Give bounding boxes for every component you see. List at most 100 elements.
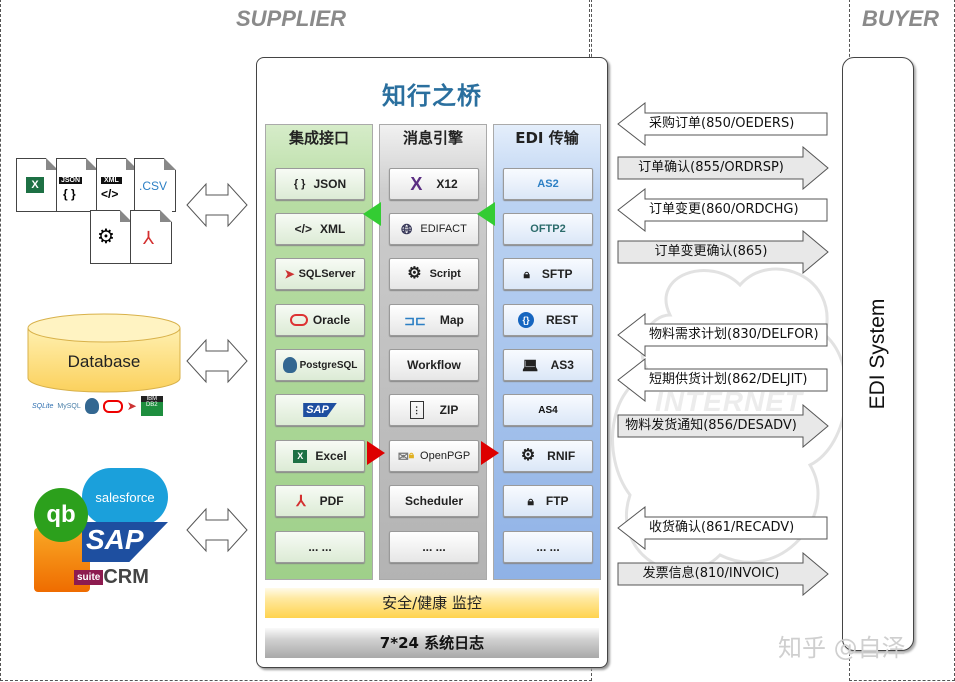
inbound-flow-arrow-icon	[363, 202, 381, 226]
integration-sap-button[interactable]: SAP	[275, 394, 365, 426]
watermark: 知乎 @自泽	[778, 634, 906, 662]
button-label: PDF	[319, 494, 344, 508]
transport-as2-button[interactable]: AS2	[503, 168, 593, 200]
script-file-icon: ⚙	[90, 210, 132, 264]
arrow-right-icon	[617, 552, 829, 596]
button-label: Workflow	[407, 358, 461, 372]
engine-map-button[interactable]: ⊐⊏Map	[389, 304, 479, 336]
integration-json-button[interactable]: { }JSON	[275, 168, 365, 200]
panel-title: 知行之桥	[382, 82, 482, 110]
transport-oftp2-button[interactable]: OFTP2	[503, 213, 593, 245]
postgresql-logo	[84, 398, 99, 414]
json-file-icon: JSON { }	[56, 158, 98, 212]
pdf-icon: ⅄	[143, 228, 154, 248]
sqlserver-logo: ➤	[126, 399, 137, 413]
bridge-panel: 知行之桥 集成接口 { }JSON </> XML ➤SQLServer Orac…	[256, 57, 608, 668]
transport-as3-button[interactable]: 💻︎AS3	[503, 349, 593, 381]
excel-icon: X	[293, 449, 308, 463]
transport-more-button[interactable]: ... ...	[503, 531, 593, 563]
message-label: 订单变更(860/ORDCHG)	[649, 202, 799, 217]
engine-workflow-button[interactable]: Workflow	[389, 349, 479, 381]
message-arrow-left: 订单变更(860/ORDCHG)	[617, 188, 829, 232]
button-label: EDIFACT	[420, 223, 467, 235]
zip-icon: ⋮	[409, 401, 424, 419]
security-health-monitor-bar: 安全/健康 监控	[265, 588, 599, 618]
x12-icon: X	[410, 174, 423, 194]
transport-sftp-button[interactable]: 🔒︎SFTP	[503, 258, 593, 290]
transport-rest-button[interactable]: {}REST	[503, 304, 593, 336]
as4-icon: AS4	[538, 404, 558, 416]
button-label: XML	[320, 222, 346, 236]
sap-text: SAP	[86, 524, 144, 555]
json-glyph: { }	[63, 187, 76, 201]
rest-icon: {}	[517, 312, 534, 328]
integration-more-button[interactable]: ... ...	[275, 531, 365, 563]
integration-pdf-button[interactable]: ⅄PDF	[275, 485, 365, 517]
message-label: 收货确认(861/RECADV)	[649, 520, 795, 535]
as2-icon: AS2	[537, 178, 559, 190]
button-label: Excel	[315, 449, 347, 463]
xml-icon: </>	[294, 222, 312, 236]
button-label: ZIP	[439, 403, 459, 417]
salesforce-text: salesforce	[95, 489, 155, 505]
oracle-icon	[289, 314, 308, 326]
transport-rnif-button[interactable]: ⚙RNIF	[503, 440, 593, 472]
lock-expand-icon: 🔒︎	[527, 494, 534, 508]
outbound-flow-arrow-icon	[481, 441, 499, 465]
arrow-right-icon	[617, 230, 829, 274]
message-arrow-right: 订单变更确认(865)	[617, 230, 829, 274]
engine-scheduler-button[interactable]: Scheduler	[389, 485, 479, 517]
message-arrow-right: 发票信息(810/INVOIC)	[617, 552, 829, 596]
engine-edifact-button[interactable]: 🌐︎ EDIFACT	[389, 213, 479, 245]
message-arrow-right: 订单确认(855/ORDRSP)	[617, 146, 829, 190]
message-arrow-left: 采购订单(850/OEDERS)	[617, 102, 829, 146]
arrow-left-icon	[617, 506, 828, 550]
engine-more-button[interactable]: ... ...	[389, 531, 479, 563]
button-label: ... ...	[536, 540, 560, 554]
suitecrm-logo: suite CRM	[74, 566, 149, 589]
globe-icon: 🌐︎	[401, 221, 413, 237]
map-icon: ⊐⊏	[404, 312, 426, 328]
integration-postgresql-button[interactable]: PostgreSQL	[275, 349, 365, 381]
file-sources-group: X JSON { } XML </> .CSV ⚙ ⅄	[14, 158, 184, 268]
sap-logo-icon: SAP	[303, 403, 337, 417]
xml-file-icon: XML </>	[96, 158, 138, 212]
button-label: SQLServer	[298, 268, 356, 280]
integration-oracle-button[interactable]: Oracle	[275, 304, 365, 336]
message-arrow-left: 短期供货计划(862/DELJIT)	[617, 358, 829, 402]
transport-ftp-button[interactable]: 🔒︎FTP	[503, 485, 593, 517]
mail-lock-icon: ✉🔒︎	[397, 448, 415, 464]
engine-script-button[interactable]: ⚙Script	[389, 258, 479, 290]
excel-file-icon: X	[16, 158, 58, 212]
suite-text: suite	[74, 570, 104, 585]
message-label: 采购订单(850/OEDERS)	[649, 116, 795, 131]
integration-sqlserver-button[interactable]: ➤SQLServer	[275, 258, 365, 290]
json-icon: { }	[293, 177, 306, 190]
column-header: EDI 传输	[515, 129, 579, 147]
quickbooks-text: qb	[46, 501, 76, 528]
transport-as4-button[interactable]: AS4	[503, 394, 593, 426]
integration-xml-button[interactable]: </> XML	[275, 213, 365, 245]
column-header: 集成接口	[288, 129, 349, 147]
column-header: 消息引擎	[402, 129, 463, 147]
excel-glyph: X	[26, 177, 44, 193]
quickbooks-logo: qb	[34, 488, 88, 542]
sqlite-logo: SQLite	[32, 402, 54, 410]
gears-icon: ⚙	[97, 226, 115, 248]
integration-excel-button[interactable]: X Excel	[275, 440, 365, 472]
engine-openpgp-button[interactable]: ✉🔒︎OpenPGP	[389, 440, 479, 472]
oracle-logo	[102, 399, 123, 413]
buyer-edi-system: EDI System	[842, 57, 914, 651]
arrow-left-icon	[617, 188, 828, 232]
csv-file-icon: .CSV	[134, 158, 176, 212]
business-apps-group: salesforce SAP qb suite CRM	[30, 466, 170, 596]
pdf-file-icon: ⅄	[130, 210, 172, 264]
message-label: 发票信息(810/INVOIC)	[642, 566, 780, 581]
gears-icon: ⚙	[407, 265, 422, 282]
crm-text: CRM	[103, 566, 149, 588]
db2-text: DB2	[140, 402, 163, 416]
button-label: RNIF	[547, 449, 576, 463]
xml-glyph: </>	[101, 187, 119, 201]
engine-zip-button[interactable]: ⋮ ZIP	[389, 394, 479, 426]
